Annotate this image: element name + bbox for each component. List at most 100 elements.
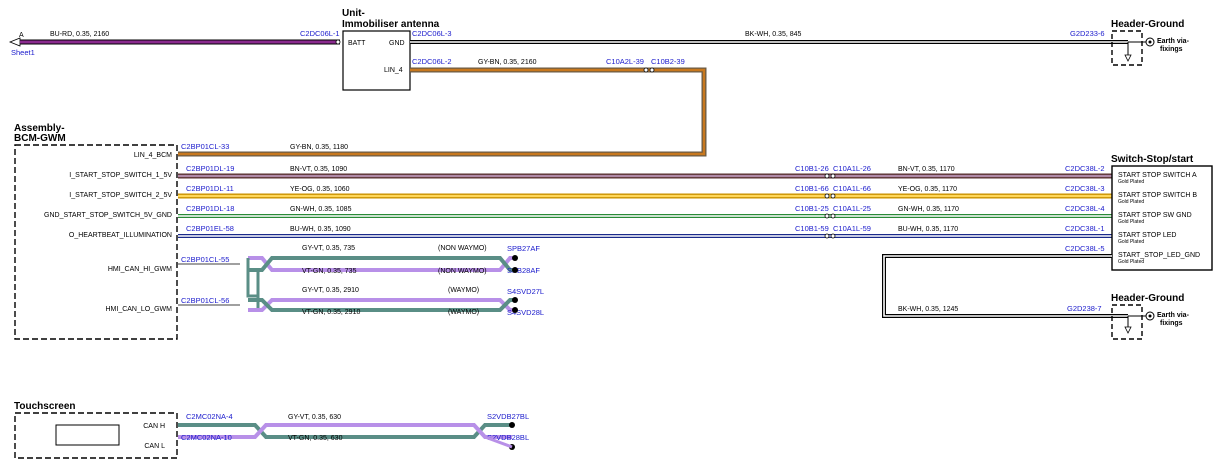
wire-label: VT-GN, 0.35, 735 [302,268,357,275]
splice-dot [830,213,836,219]
connector-label: C2BP01CL-55 [181,255,229,264]
pin-label: LIN_4 [384,67,403,74]
wire-label: GY-VT, 0.35, 630 [288,414,341,421]
terminal-dot [512,297,518,303]
wire-label: GN-WH, 0.35, 1085 [290,206,352,213]
pin-label: HMI_CAN_LO_GWM [105,306,172,313]
component-title: Switch-Stop/start [1111,154,1194,165]
connector-label: C10B1-26 [795,164,829,173]
component-box [14,144,178,340]
earth-label: Earth via- [1157,38,1190,45]
component-title: Header-Ground [1111,293,1184,304]
ground-box [1111,30,1143,66]
splice-dot [643,67,649,73]
pin-sub: Gold Plated [1118,179,1144,185]
connector-label: C10B1-59 [795,224,829,233]
wire-label: GY-BN, 0.35, 2160 [478,59,537,66]
pin-label: CAN L [144,443,165,450]
wire-label: GN-WH, 0.35, 1170 [898,206,959,213]
connector-label: C2DC38L-5 [1065,244,1105,253]
splice-dot [830,173,836,179]
splice-dot [824,213,830,219]
ground-arrow-icon [1124,54,1132,62]
connector-label: C2DC06L-1 [300,29,340,38]
connector-label: SPB28AF [507,266,540,275]
connector-label: C10A1L-59 [833,224,871,233]
connector-label: C2BP01DL-18 [186,204,234,213]
connector-label: C2DC06L-3 [412,29,452,38]
touchscreen: Touchscreen CAN H CAN L [14,401,178,459]
harness-note: (NON WAYMO) [438,268,487,275]
can-pair-touchscreen: C2MC02NA-4 C2MC02NA-10 GY-VT, 0.35, 630 … [178,412,529,450]
pin-label: GND [389,40,405,47]
connector-label: C10B1-25 [795,204,829,213]
pin-label: I_START_STOP_SWITCH_2_5V [69,192,172,199]
connector-label: C2DC38L-4 [1065,204,1105,213]
ground-box [1111,304,1143,340]
connector-label: SPB27AF [507,244,540,253]
connector-label: C2BP01EL-58 [186,224,234,233]
connector-label: C10B2-39 [651,57,685,66]
pin-label: CAN H [143,423,165,430]
can-pair-waymo: C2BP01CL-56 GY-VT, 0.35, 2910 VT-GN, 0.3… [178,287,544,317]
pin-sub: Gold Plated [1118,259,1144,265]
component-title: Assembly- [14,123,65,134]
terminal-dot [509,422,515,428]
wire-gy-bn-lin: C2DC06L-2 GY-BN, 0.35, 2160 C10A2L-39 C1… [178,57,707,157]
splice-dot [824,193,830,199]
wire-label: YE-OG, 0.35, 1060 [290,186,350,193]
harness-note: (NON WAYMO) [438,245,487,252]
component-title: Header-Ground [1111,19,1184,30]
pin-label: I_START_STOP_SWITCH_1_5V [69,172,172,179]
wire-bu-wh: C2BP01EL-58 BU-WH, 0.35, 1090 C10B1-59 C… [178,224,1112,239]
connector-label: C2BP01CL-33 [181,142,229,151]
wire-label: BN-VT, 0.35, 1170 [898,166,955,173]
wire-label: BU-WH, 0.35, 1170 [898,226,958,233]
component-title: Immobiliser antenna [342,19,440,30]
component-box [14,412,178,459]
pin-sub: Gold Plated [1118,239,1144,245]
sheet-ref-name[interactable]: Sheet1 [11,48,35,57]
component-box [342,30,411,91]
connector-label: C10A1L-26 [833,164,871,173]
wire-gn-wh: C2BP01DL-18 GN-WH, 0.35, 1085 C10B1-25 C… [178,204,1112,219]
connector-label: C10A1L-66 [833,184,871,193]
header-ground-2: Header-Ground Earth via- fixings [1111,293,1190,340]
terminal-dot [512,255,518,261]
terminal-dot [512,267,518,273]
earth-icon [1145,311,1155,321]
wire-label: BK-WH, 0.35, 845 [745,31,802,38]
ground-arrow-icon [1124,326,1132,334]
earth-label: fixings [1160,320,1183,327]
wire-bk-wh-845: C2DC06L-3 BK-WH, 0.35, 845 G2D233-6 [410,29,1128,44]
pin-label: O_HEARTBEAT_ILLUMINATION [69,232,172,239]
connector-label: C2BP01CL-56 [181,296,229,305]
connector-label: C2MC02NA-10 [181,433,232,442]
connector-label: G2D233-6 [1070,29,1105,38]
wire-bk-wh-1245: C2DC38L-5 BK-WH, 0.35, 1245 G2D238-7 [882,244,1128,318]
connector-label: C2MC02NA-4 [186,412,233,421]
connector-label: S2VDB27BL [487,412,529,421]
splice-dot [824,173,830,179]
wire-label: BN-VT, 0.35, 1090 [290,166,347,173]
connector-label: C2BP01DL-11 [186,184,234,193]
harness-note: (WAYMO) [448,309,479,316]
connector-label: C2DC38L-1 [1065,224,1105,233]
component-title: Touchscreen [14,401,76,412]
wire-label: BU-RD, 0.35, 2160 [50,31,109,38]
wire-bn-vt: C2BP01DL-19 BN-VT, 0.35, 1090 C10B1-26 C… [178,164,1112,179]
wire-label: GY-VT, 0.35, 2910 [302,287,359,294]
component-box [1111,165,1213,271]
pin-label: LIN_4_BCM [134,152,172,159]
pin-label: START STOP SW GND [1118,212,1192,219]
wire-label: GY-BN, 0.35, 1180 [290,144,348,151]
harness-note: (WAYMO) [448,287,479,294]
screen-icon [55,424,120,446]
pin-label: GND_START_STOP_SWITCH_5V_GND [44,212,172,219]
wire-label: VT-GN, 0.35, 2910 [302,309,360,316]
pin-label: BATT [348,40,366,47]
header-ground-1: Header-Ground Earth via- fixings [1111,19,1190,66]
splice-dot [335,39,341,45]
connector-label: C10A1L-25 [833,204,871,213]
bcm-gwm-assembly: Assembly- BCM-GWM LIN_4_BCM I_START_STOP… [14,123,178,340]
